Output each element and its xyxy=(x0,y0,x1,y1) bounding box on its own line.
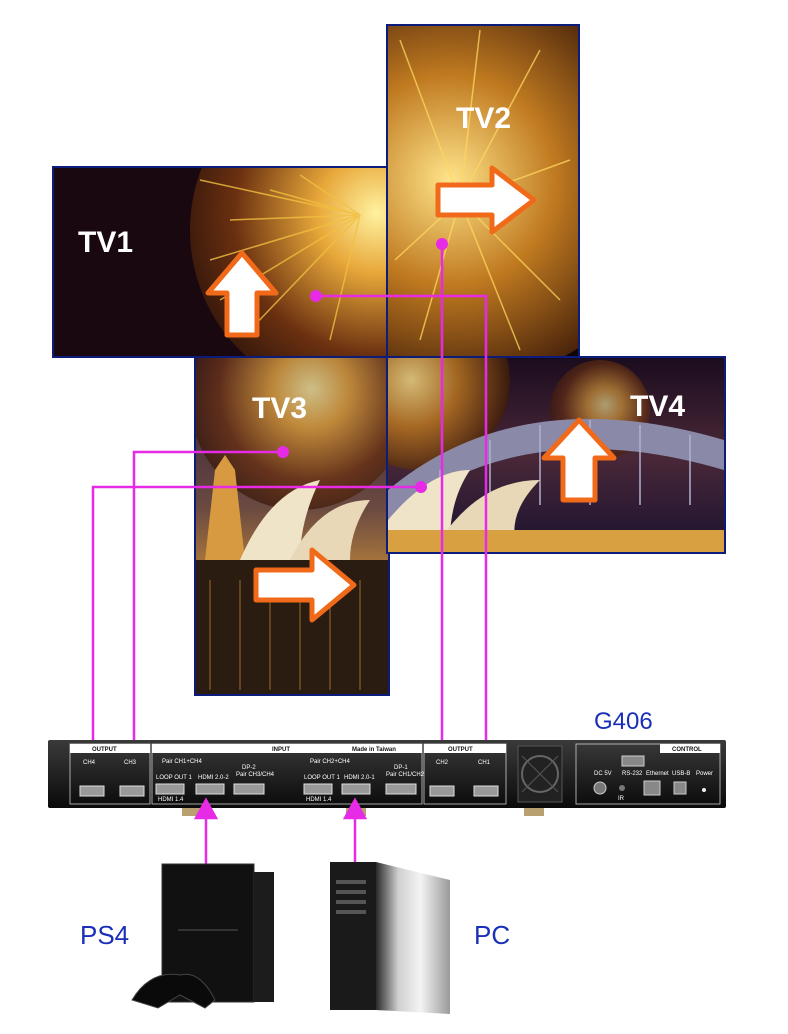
input-b-header: Pair CH2+CH4 xyxy=(310,759,351,765)
input-hdmi-port[interactable] xyxy=(195,783,225,795)
power-label: Power xyxy=(696,771,713,777)
output-left-header: OUTPUT xyxy=(92,747,117,753)
hdmi-cables xyxy=(91,244,488,792)
input-a-port2-label: HDMI 2.0-2 xyxy=(198,775,229,781)
output-hdmi-port[interactable] xyxy=(429,785,455,797)
input-dp2-label: DP-2 xyxy=(242,765,256,771)
dc-power-jack[interactable] xyxy=(593,781,607,795)
input-panel: INPUT Made in Taiwan Pair CH1+CH4 LOOP O… xyxy=(151,743,425,805)
tv2-label: TV2 xyxy=(456,102,511,135)
tv1-label: TV1 xyxy=(78,226,133,259)
input-a-sub-label: HDMI 1.4 xyxy=(158,797,184,803)
ethernet-port[interactable] xyxy=(643,780,661,796)
input-hdmi-port[interactable] xyxy=(341,783,371,795)
rs232-label: RS-232 xyxy=(622,771,643,777)
ethernet-label: Ethernet xyxy=(646,771,669,777)
input-dp2-sub: Pair CH3/CH4 xyxy=(236,772,275,778)
ps4-arrowhead xyxy=(193,797,219,820)
tv1-up-arrow xyxy=(205,250,279,338)
output-right-port-1-label: CH2 xyxy=(436,760,449,766)
output-right-header: OUTPUT xyxy=(448,747,473,753)
tv2-right-arrow xyxy=(435,165,537,235)
output-right-panel: OUTPUT CH2 CH1 xyxy=(423,743,507,805)
input-b-port1-label: LOOP OUT 1 xyxy=(304,775,340,781)
ir-label: IR xyxy=(618,796,625,802)
input-dp-port[interactable] xyxy=(233,783,265,795)
output-hdmi-port[interactable] xyxy=(473,785,499,797)
tv4-up-arrow xyxy=(541,417,617,503)
device-model-label: G406 xyxy=(594,708,653,735)
ps4-console-icon xyxy=(131,863,274,1009)
input-b-port2-label: HDMI 2.0-1 xyxy=(344,775,375,781)
input-a-header: Pair CH1+CH4 xyxy=(162,759,203,765)
tv3-right-arrow xyxy=(253,547,357,623)
tv1-screen xyxy=(52,166,392,358)
tv3-screen xyxy=(194,356,390,696)
input-dp1-label: DP-1 xyxy=(394,765,408,771)
output-left-panel: OUTPUT CH4 CH3 xyxy=(69,743,151,805)
control-header: CONTROL xyxy=(672,747,702,753)
tv3-label: TV3 xyxy=(252,392,307,425)
pc-tower-icon xyxy=(330,862,450,1014)
tv2-cable-dot xyxy=(436,238,448,250)
output-left-port-2-label: CH3 xyxy=(124,760,137,766)
ps4-label: PS4 xyxy=(80,920,129,950)
tv4-cable-dot xyxy=(415,481,427,493)
power-led xyxy=(702,788,706,792)
pc-label: PC xyxy=(474,920,510,950)
ir-jack[interactable] xyxy=(619,785,625,791)
input-b-sub-label: HDMI 1.4 xyxy=(306,797,332,803)
fan-grille-icon xyxy=(517,745,563,803)
input-dp1-sub: Pair CH1/CH2 xyxy=(386,772,425,778)
tv4-label: TV4 xyxy=(630,390,685,423)
usb-label: USB-B xyxy=(672,771,690,777)
output-left-port-1-label: CH4 xyxy=(83,760,96,766)
input-hdmi-port[interactable] xyxy=(155,783,185,795)
dc5v-label: DC 5V xyxy=(594,771,612,777)
usb-port[interactable] xyxy=(673,781,687,795)
output-right-port-2-label: CH1 xyxy=(478,760,491,766)
input-hdmi-port[interactable] xyxy=(303,783,333,795)
control-panel: CONTROL DC 5V RS-232 Ethernet USB-B Powe… xyxy=(575,743,721,805)
input-a-port1-label: LOOP OUT 1 xyxy=(156,775,192,781)
tv1-cable-dot xyxy=(310,290,322,302)
output-hdmi-port[interactable] xyxy=(119,785,145,797)
input-header: INPUT xyxy=(272,747,290,753)
made-in-label: Made in Taiwan xyxy=(352,747,396,753)
g406-device: OUTPUT CH4 CH3 INPUT Made in Taiwan Pair… xyxy=(48,740,726,816)
output-hdmi-port[interactable] xyxy=(79,785,105,797)
tv3-cable-dot xyxy=(277,446,289,458)
pc-arrowhead xyxy=(342,797,368,820)
rs232-port[interactable] xyxy=(621,755,645,767)
input-dp-port[interactable] xyxy=(385,783,417,795)
